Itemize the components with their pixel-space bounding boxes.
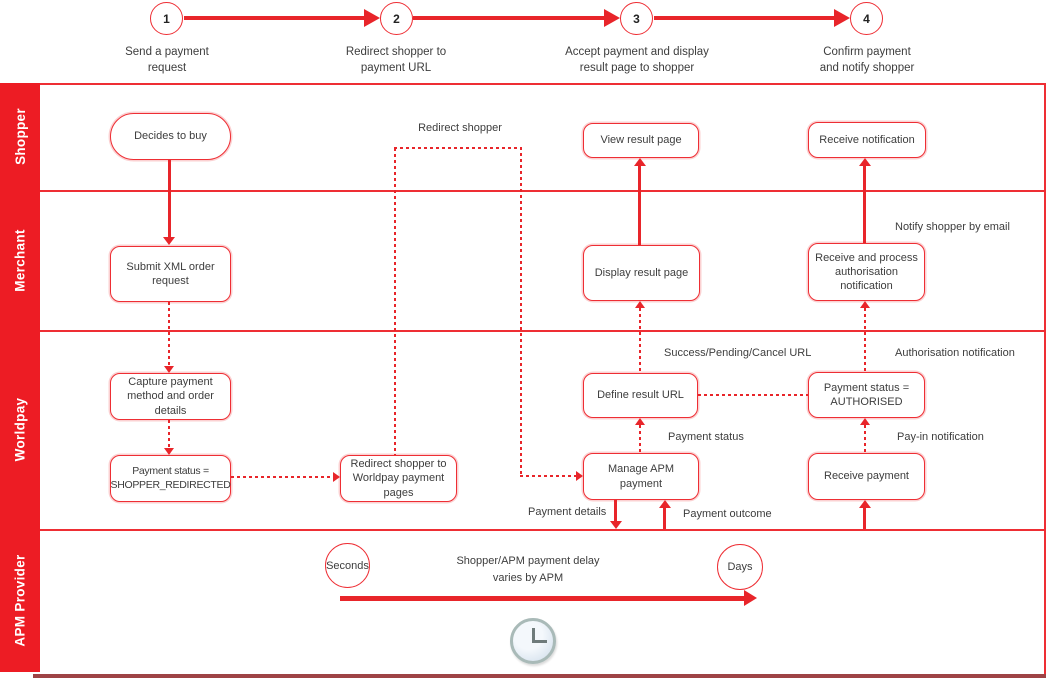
edge-label-authorisation-notification: Authorisation notification: [895, 347, 1015, 359]
dotted-redirected-to-redirect-line: [231, 476, 333, 478]
edge-label-notify-shopper-by-email: Notify shopper by email: [895, 221, 1010, 233]
edge-label-payment-outcome: Payment outcome: [683, 508, 772, 520]
node-payment-status-shopper-redirected: Payment status = SHOPPER_REDIRECTED: [110, 455, 231, 502]
dotted-receive-to-authorised-line: [864, 425, 866, 453]
lane-sidebar: [0, 83, 40, 672]
milestone-4-label: Confirm payment and notify shopper: [819, 46, 915, 75]
milestone-1-label: Send a payment request: [125, 46, 209, 75]
dotted-capture-to-redirected-line: [168, 420, 170, 448]
lane-label-shopper-text: Shopper: [12, 108, 28, 165]
timeline-arrow-1-2-line: [184, 16, 364, 20]
arrow-apm-to-receive-payment-head: [859, 500, 871, 508]
node-receive-payment: Receive payment: [808, 453, 925, 500]
apm-timeline-arrow-head: [744, 590, 757, 606]
lane-label-apm-provider: APM Provider: [0, 529, 40, 672]
lane-label-worldpay: Worldpay: [0, 330, 40, 529]
node-define-result-url: Define result URL: [583, 373, 698, 418]
node-receive-notification: Receive notification: [808, 122, 926, 158]
dotted-redirect-shopper-up-line: [394, 148, 396, 455]
edge-label-pay-in-notification: Pay-in notification: [897, 431, 984, 443]
arrow-decides-to-submit-head: [163, 237, 175, 245]
arrow-payment-outcome-head: [659, 500, 671, 508]
dotted-redirect-shopper-across-line: [394, 147, 522, 149]
lane-label-worldpay-text: Worldpay: [12, 397, 28, 462]
milestone-4-circle: 4: [850, 2, 883, 35]
dotted-define-to-display-head: [635, 301, 645, 308]
dotted-redirect-shopper-down-line: [520, 147, 522, 476]
node-submit-xml-order-request: Submit XML order request: [110, 246, 231, 302]
apm-timeline-seconds-circle: Seconds: [325, 543, 370, 588]
node-payment-status-authorised: Payment status = AUTHORISED: [808, 372, 925, 418]
clock-hour-hand: [532, 640, 547, 643]
arrow-payment-details-line: [614, 500, 617, 521]
dotted-redirected-to-redirect-head: [333, 472, 340, 482]
timeline-arrow-3-4-head: [834, 9, 850, 27]
edge-label-redirect-shopper: Redirect shopper: [418, 122, 502, 134]
dotted-redirect-shopper-into-manage-head: [576, 471, 583, 481]
lane-top-border: [40, 83, 1045, 85]
arrow-process-to-notification-line: [863, 166, 866, 243]
dotted-authorised-to-process-head: [860, 301, 870, 308]
dotted-define-authorised-link-line: [698, 394, 808, 396]
node-receive-process-authorisation-notification: Receive and process authorisation notifi…: [808, 243, 925, 301]
milestone-2-circle: 2: [380, 2, 413, 35]
apm-timeline-arrow-line: [340, 596, 744, 601]
dotted-define-to-display-line: [639, 308, 641, 373]
edge-label-payment-details: Payment details: [528, 506, 607, 518]
arrow-display-to-view-line: [638, 166, 641, 245]
milestone-2-number: 2: [393, 11, 400, 26]
apm-timeline-days-circle: Days: [717, 544, 763, 590]
milestone-3-number: 3: [633, 11, 640, 26]
arrow-display-to-view-head: [634, 158, 646, 166]
lane-divider-worldpay-apm: [40, 529, 1045, 531]
lane-label-merchant: Merchant: [0, 190, 40, 330]
timeline-arrow-2-3-head: [604, 9, 620, 27]
dotted-manage-to-define-head: [635, 418, 645, 425]
arrow-payment-outcome-line: [663, 508, 666, 529]
timeline-arrow-3-4-line: [654, 16, 834, 20]
arrow-apm-to-receive-payment-line: [863, 508, 866, 529]
node-redirect-shopper-worldpay-pages: Redirect shopper to Worldpay payment pag…: [340, 455, 457, 502]
node-display-result-page: Display result page: [583, 245, 700, 301]
edge-label-payment-status: Payment status: [668, 431, 744, 443]
arrow-process-to-notification-head: [859, 158, 871, 166]
lane-divider-merchant-worldpay: [40, 330, 1045, 332]
arrow-payment-details-head: [610, 521, 622, 529]
milestone-3-label: Accept payment and display result page t…: [565, 46, 709, 75]
dotted-submit-to-capture-line: [168, 302, 170, 366]
milestone-3-circle: 3: [620, 2, 653, 35]
milestone-4-number: 4: [863, 11, 870, 26]
arrow-decides-to-submit-line: [168, 160, 171, 237]
dotted-submit-to-capture-head: [164, 366, 174, 373]
lane-label-shopper: Shopper: [0, 83, 40, 190]
clock-icon: [510, 618, 556, 664]
edge-label-success-pending-cancel-url: Success/Pending/Cancel URL: [664, 347, 812, 359]
dotted-capture-to-redirected-head: [164, 448, 174, 455]
timeline-arrow-2-3-line: [413, 16, 604, 20]
dotted-manage-to-define-line: [639, 425, 641, 453]
clock-minute-hand: [532, 628, 535, 643]
node-view-result-page: View result page: [583, 123, 699, 158]
apm-timeline-delay-note: Shopper/APM payment delay varies by APM: [456, 555, 600, 584]
dotted-authorised-to-process-line: [864, 308, 866, 372]
lane-right-border: [1044, 83, 1046, 675]
node-decides-to-buy: Decides to buy: [110, 113, 231, 160]
lane-label-merchant-text: Merchant: [12, 228, 28, 292]
timeline-arrow-1-2-head: [364, 9, 380, 27]
node-manage-apm-payment: Manage APM payment: [583, 453, 699, 500]
milestone-1-circle: 1: [150, 2, 183, 35]
lane-label-apm-provider-text: APM Provider: [12, 554, 28, 647]
milestone-1-number: 1: [163, 11, 170, 26]
dotted-receive-to-authorised-head: [860, 418, 870, 425]
dotted-redirect-shopper-into-manage-line: [520, 475, 576, 477]
milestone-2-label: Redirect shopper to payment URL: [345, 46, 447, 75]
lane-divider-shopper-merchant: [40, 190, 1045, 192]
lane-bottom-border: [33, 674, 1046, 678]
node-capture-payment-method: Capture payment method and order details: [110, 373, 231, 420]
